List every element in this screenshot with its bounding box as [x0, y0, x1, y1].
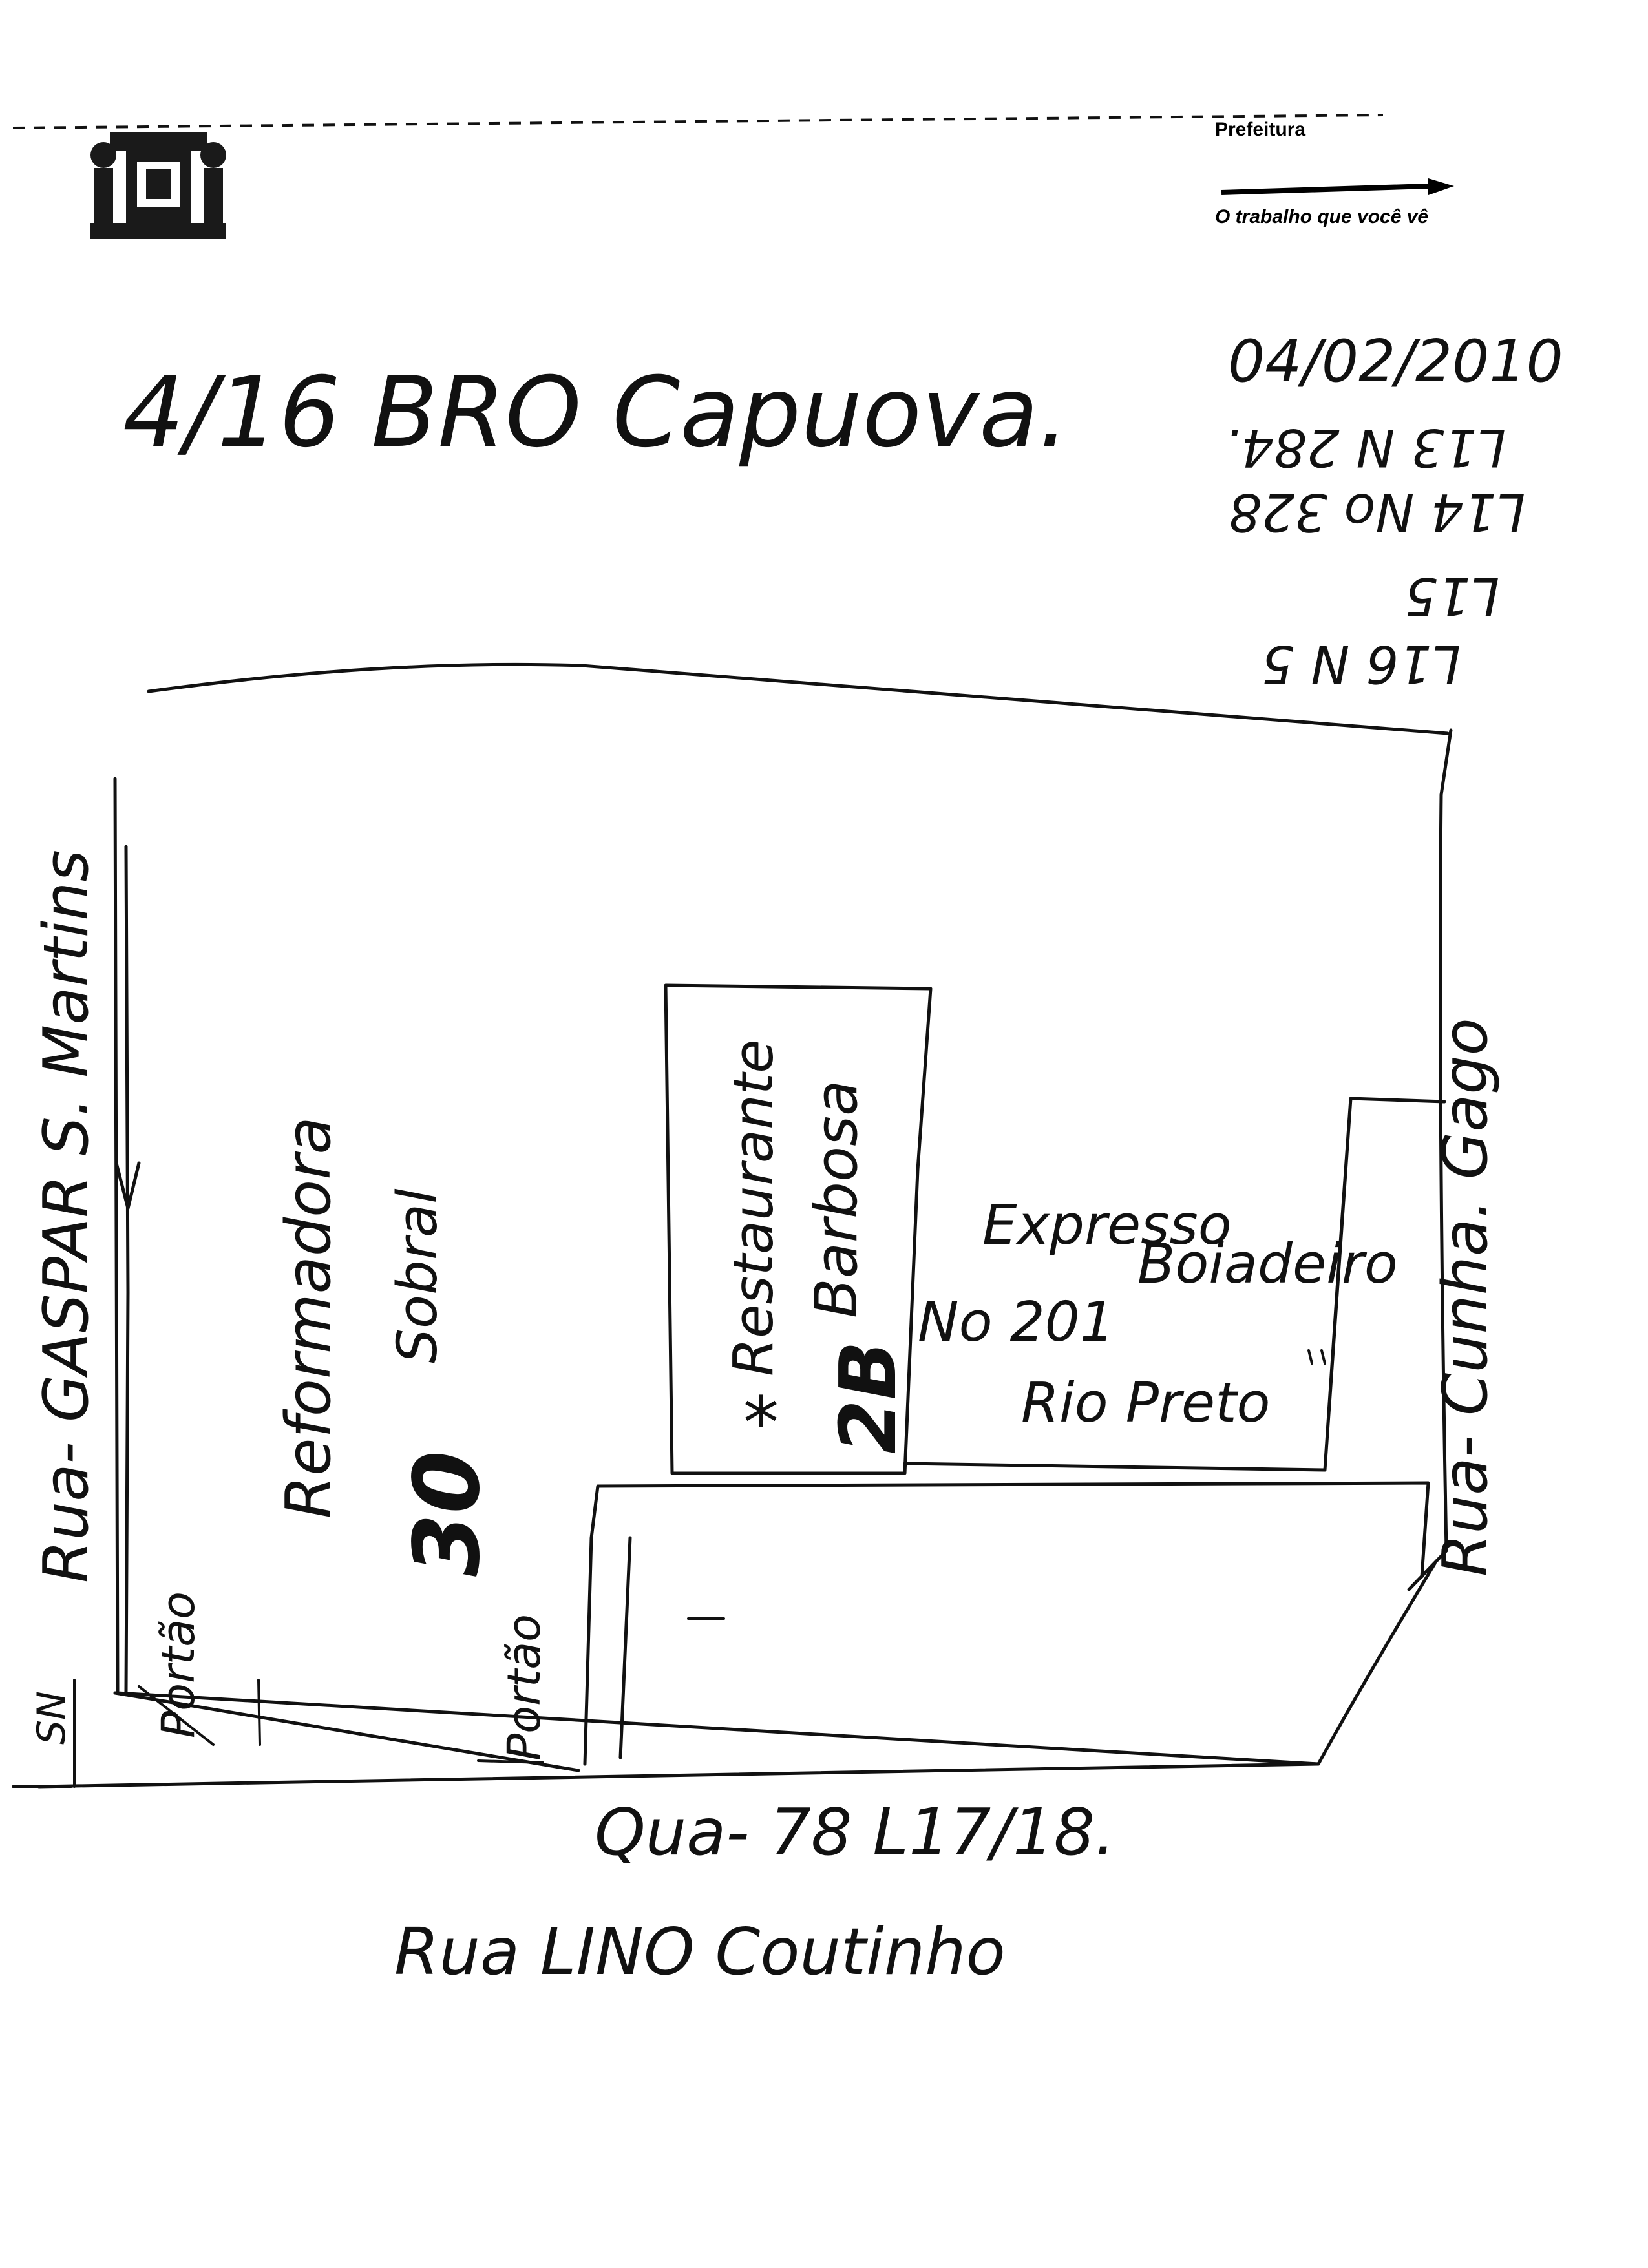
lot-note-13: L13 N 284.	[1225, 417, 1506, 478]
expresso-number: No 201	[918, 1290, 1115, 1354]
date-text: 04/02/2010	[1228, 328, 1563, 395]
margin-mark-text: SN	[29, 1691, 74, 1745]
left-street-line	[124, 845, 130, 1695]
slogan-arrow-line	[1221, 184, 1429, 195]
lot-note-15: L15	[1405, 566, 1499, 626]
lower-rectangle	[583, 1481, 1430, 1766]
lot-note-16: L16 N 5	[1262, 634, 1461, 694]
slogan-arrow-head	[1428, 178, 1454, 195]
gate-label-right: Portão	[498, 1614, 551, 1761]
slogan-text: O trabalho que você vê	[1215, 206, 1428, 227]
street-right-name: Rua- Cunha. Gago	[1430, 1018, 1501, 1577]
street-left-name: Rua- GASPAR S. Martins	[31, 850, 102, 1583]
coat-of-arms-logo	[90, 132, 226, 239]
restaurant-outline	[664, 983, 933, 1475]
expresso-outline	[903, 1097, 1446, 1472]
left-building-number: 30	[395, 1451, 500, 1577]
restaurant-number: 2B	[824, 1341, 914, 1454]
block-lot-note: Qua- 78 L17/18.	[595, 1794, 1115, 1870]
gate-label-left: Portão	[152, 1591, 205, 1738]
street-bottom-name: Rua LINO Coutinho	[394, 1914, 1006, 1990]
expresso-owner: Boiadeiro	[1137, 1232, 1398, 1296]
small-ticks	[257, 1349, 1326, 1746]
header-dashed-rule	[12, 114, 1384, 129]
lot-note-14: L14 No 328	[1229, 482, 1525, 542]
margin-mark-line	[12, 1679, 76, 1788]
restaurant-owner: Barbosa	[803, 1080, 871, 1318]
left-building-sub: Sobral	[386, 1188, 450, 1363]
restaurant-name: Restaurante	[722, 1040, 786, 1376]
left-street-arrow	[114, 1161, 141, 1210]
expresso-name: Expresso	[982, 1193, 1232, 1257]
restaurant-marker: *	[743, 1381, 779, 1464]
brand-name: Prefeitura	[1215, 119, 1305, 140]
gate-left-line	[138, 1685, 215, 1746]
gate-right-line	[477, 1759, 544, 1764]
page-title: 4/16 BRO Capuova.	[123, 357, 1069, 469]
block-outline	[37, 662, 1453, 1789]
left-building-name: Reformadora	[273, 1117, 344, 1518]
expresso-city: Rio Preto	[1021, 1371, 1271, 1435]
